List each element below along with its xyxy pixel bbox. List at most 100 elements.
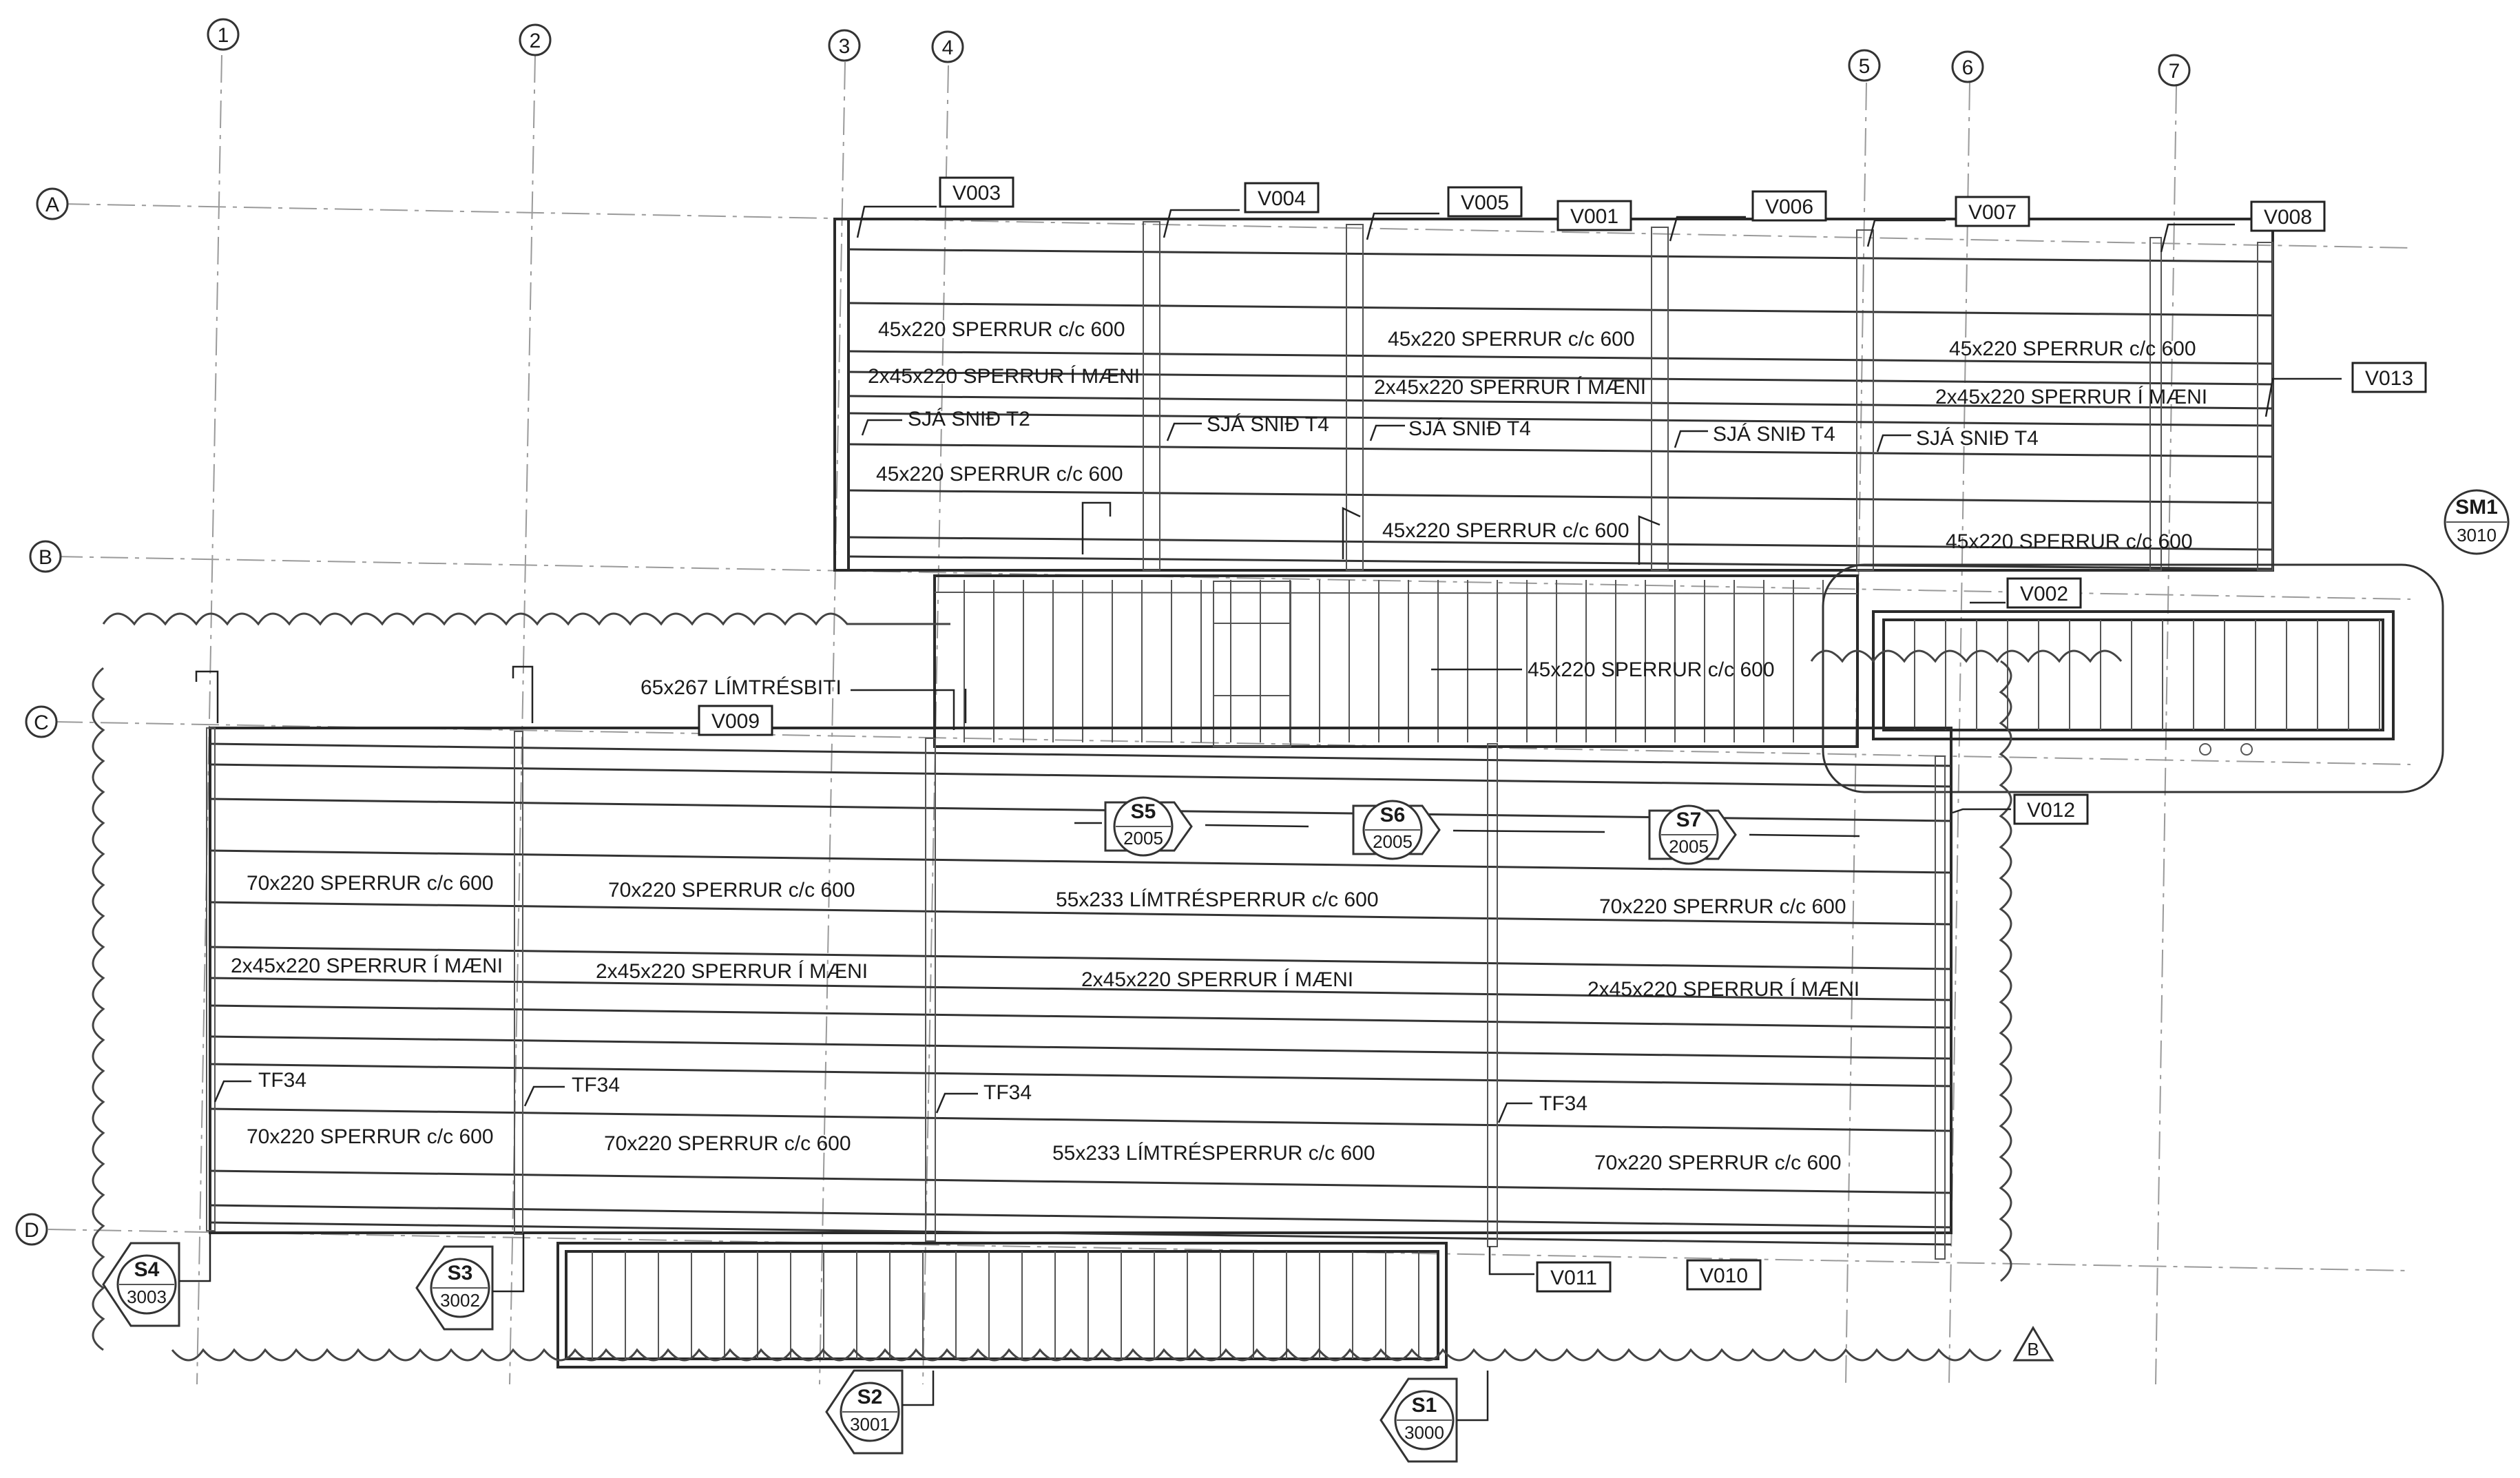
beam-tag-v003: V003 (856, 176, 1014, 238)
svg-text:2005: 2005 (1669, 836, 1709, 857)
beam-tag-v002: V002 (1970, 577, 2082, 609)
svg-text:55x233 LÍMTRÉSPERRUR c/c 600: 55x233 LÍMTRÉSPERRUR c/c 600 (1052, 1142, 1375, 1165)
svg-text:TF34: TF34 (258, 1069, 306, 1092)
svg-text:V004: V004 (1258, 187, 1306, 210)
upper-rafter-line (848, 350, 2273, 365)
svg-text:B: B (39, 546, 52, 569)
beam-tag-v012: V012 (1952, 793, 2089, 825)
middle-labels: 65x267 LÍMTRÉSBITI 45x220 SPERRUR c/c 60… (641, 658, 1775, 730)
upper-rafter-lines (848, 248, 2273, 570)
grid-bubble-6: 6 (1951, 50, 1984, 83)
svg-text:45x220 SPERRUR c/c 600: 45x220 SPERRUR c/c 600 (1382, 519, 1629, 542)
svg-text:55x233 LÍMTRÉSPERRUR c/c 600: 55x233 LÍMTRÉSPERRUR c/c 600 (1056, 888, 1379, 911)
grid-bubble-2: 2 (519, 23, 552, 56)
svg-text:70x220 SPERRUR c/c 600: 70x220 SPERRUR c/c 600 (1599, 895, 1846, 918)
section-marker-s4: S4 3003 (102, 1242, 180, 1327)
upper-rafter-line (848, 248, 2273, 263)
beam-tag-v009: V009 (698, 689, 967, 736)
svg-text:S4: S4 (134, 1258, 160, 1281)
grid-bubble-4: 4 (931, 30, 964, 63)
svg-text:V009: V009 (711, 710, 760, 733)
svg-text:C: C (34, 711, 49, 734)
upper-rafter-line (848, 489, 2273, 504)
svg-text:2x45x220 SPERRUR Í MÆNI: 2x45x220 SPERRUR Í MÆNI (231, 955, 503, 977)
lower-rafter-line (209, 1221, 1952, 1246)
svg-text:V012: V012 (2027, 799, 2075, 822)
middle-framing (933, 574, 1859, 748)
grid-column-bubbles: 1 2 3 4 5 6 7 (207, 18, 2191, 87)
lower-rafter-line (209, 849, 1952, 874)
sm1-rafter-lines (1914, 620, 2380, 730)
svg-text:S2: S2 (857, 1386, 883, 1408)
upper-rafter-line (848, 412, 2273, 427)
svg-text:5: 5 (1859, 55, 1871, 78)
svg-text:S5: S5 (1131, 800, 1156, 823)
svg-text:3001: 3001 (850, 1414, 890, 1435)
svg-text:6: 6 (1962, 56, 1974, 79)
svg-text:V002: V002 (2020, 583, 2068, 605)
lower-rafter-line (209, 1004, 1952, 1029)
lower-framing (206, 727, 1953, 1260)
upper-rafter-line (848, 371, 2273, 386)
svg-text:2x45x220 SPERRUR Í MÆNI: 2x45x220 SPERRUR Í MÆNI (596, 960, 868, 983)
svg-text:V007: V007 (1968, 201, 2017, 224)
svg-text:S3: S3 (448, 1262, 473, 1284)
svg-text:2x45x220 SPERRUR Í MÆNI: 2x45x220 SPERRUR Í MÆNI (1935, 386, 2207, 408)
lower-rafter-line (209, 1063, 1952, 1087)
svg-text:V003: V003 (952, 182, 1001, 205)
svg-text:SM1: SM1 (2455, 496, 2498, 519)
svg-text:V006: V006 (1765, 196, 1813, 218)
revision-cloud (92, 612, 2123, 1362)
svg-text:45x220 SPERRUR c/c 600: 45x220 SPERRUR c/c 600 (1388, 328, 1635, 351)
revision-triangle: B (2012, 1326, 2054, 1362)
section-marker-s7: S7 2005 (1648, 804, 1737, 865)
grid-bubble-D: D (15, 1213, 48, 1246)
upper-framing (833, 218, 2274, 572)
svg-text:2005: 2005 (1373, 831, 1413, 852)
grid-lines (48, 54, 2411, 1385)
svg-text:45x220 SPERRUR c/c 600: 45x220 SPERRUR c/c 600 (1949, 337, 2196, 360)
upper-rafter-line (848, 443, 2273, 458)
svg-text:A: A (45, 194, 59, 216)
beam-tag-v008: V008 (2160, 200, 2326, 253)
svg-text:B: B (2027, 1339, 2039, 1360)
svg-text:2x45x220 SPERRUR Í MÆNI: 2x45x220 SPERRUR Í MÆNI (1081, 968, 1353, 991)
svg-text:65x267 LÍMTRÉSBITI: 65x267 LÍMTRÉSBITI (641, 676, 842, 699)
upper-labels: 45x220 SPERRUR c/c 600 2x45x220 SPERRUR … (861, 318, 2207, 565)
grid-bubble-1: 1 (207, 18, 240, 51)
sm1-detail (1822, 563, 2444, 793)
svg-text:1: 1 (218, 24, 229, 47)
svg-text:V010: V010 (1700, 1264, 1748, 1287)
grid-bubble-5: 5 (1848, 49, 1881, 82)
svg-text:V005: V005 (1461, 191, 1509, 214)
lower-rafter-line (209, 763, 1952, 788)
lower-rafter-line (209, 1169, 1952, 1194)
middle-plate-line (934, 592, 1858, 594)
svg-text:2x45x220 SPERRUR Í MÆNI: 2x45x220 SPERRUR Í MÆNI (1374, 376, 1646, 399)
upper-rafter-line (848, 536, 2273, 551)
svg-text:V013: V013 (2365, 367, 2413, 390)
beam-tag-v004: V004 (1163, 182, 1320, 238)
beam-tag-v011: V011 (1488, 1247, 1612, 1293)
lower-rafter-line (209, 946, 1952, 970)
upper-rafter-line (848, 302, 2273, 317)
svg-text:3000: 3000 (1404, 1422, 1444, 1443)
svg-text:V008: V008 (2264, 206, 2312, 229)
lower-rafter-line (209, 1035, 1952, 1060)
lower-rafter-lines (209, 742, 1952, 1246)
svg-text:45x220 SPERRUR c/c 600: 45x220 SPERRUR c/c 600 (1528, 658, 1775, 681)
svg-text:3: 3 (839, 35, 851, 58)
svg-text:SJÁ SNIÐ T4: SJÁ SNIÐ T4 (1713, 423, 1835, 446)
beam-tag-v010: V010 (1686, 1259, 1762, 1291)
middle-rafter-lines (934, 580, 1858, 742)
svg-text:SJÁ SNIÐ T4: SJÁ SNIÐ T4 (1916, 427, 2039, 450)
svg-text:45x220 SPERRUR c/c 600: 45x220 SPERRUR c/c 600 (1946, 530, 2193, 553)
svg-text:S1: S1 (1412, 1394, 1437, 1417)
svg-text:TF34: TF34 (983, 1081, 1032, 1104)
lower-rafter-line (209, 1107, 1952, 1132)
svg-text:2x45x220 SPERRUR Í MÆNI: 2x45x220 SPERRUR Í MÆNI (1587, 978, 1860, 1001)
grid-bubble-C: C (25, 705, 58, 738)
section-marker-s5: S5 2005 (1104, 796, 1193, 857)
beam-tag-v013: V013 (2264, 362, 2427, 417)
svg-text:S6: S6 (1380, 804, 1406, 826)
